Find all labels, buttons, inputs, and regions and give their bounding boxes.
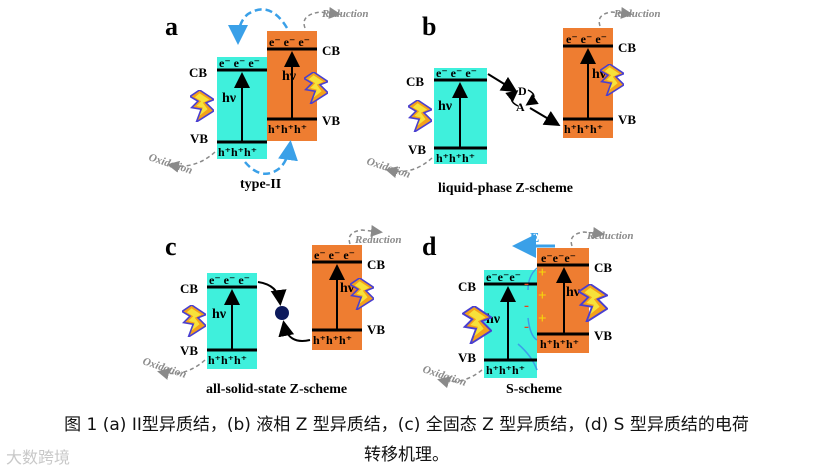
panel-b-light-icon-left [408,100,432,132]
figure-caption: 图 1 (a) II型异质结，(b) 液相 Z 型异质结，(c) 全固态 Z 型… [0,410,813,470]
panel-d-reduction-label: Reduction [586,230,633,242]
panel-d-cb-left-label: CB [458,279,476,294]
caption-line-1: 图 1 (a) II型异质结，(b) 液相 Z 型异质结，(c) 全固态 Z 型… [64,415,749,435]
panel-a-hv-right: hν [282,69,297,84]
panel-d-plus-3: + [538,311,547,327]
panel-c-hv-left: hν [212,307,227,322]
caption-line-2: 转移机理。 [364,445,449,465]
panel-a-oxidation-label: Oxidation [147,151,194,176]
panel-d-field-label: E [530,231,539,246]
panel-b-left-electrons: e⁻ e⁻ e⁻ [436,66,477,80]
panel-a-light-icon-left [190,90,214,122]
panel-d-minus-2: - [524,298,529,314]
panel-c-vb-right-label: VB [367,322,385,337]
panel-d-plus-1: + [538,265,547,281]
panel-b-left-holes: h⁺h⁺h⁺ [436,151,475,165]
panel-b-reduction-label: Reduction [613,8,660,20]
panel-d-oxidation-label: Oxidation [421,363,468,388]
panel-c-vb-left-label: VB [180,343,198,358]
panel-a-left-holes: h⁺h⁺h⁺ [218,145,257,159]
panel-d-right-electrons: e⁻e⁻e⁻ [541,251,576,265]
watermark: 大数跨境 [6,448,71,467]
panel-a-hv-left: hν [222,91,237,106]
panel-c-cb-left-label: CB [180,281,198,296]
panel-d: d e⁻e⁻e⁻ e⁻e⁻e⁻ h⁺h⁺h⁺ h⁺h⁺h⁺ hν hν CB V… [421,227,633,397]
panel-c-electron-mediator [275,306,289,320]
panel-a-letter: a [165,12,178,41]
panel-b-title: liquid-phase Z-scheme [438,181,573,196]
panel-b-vb-right-label: VB [618,112,636,127]
panel-d-right-holes: h⁺h⁺h⁺ [540,337,579,351]
panel-c-right-holes: h⁺h⁺h⁺ [313,333,352,347]
panel-a-left-electrons: e⁻ e⁻ e⁻ [219,56,260,70]
panel-c-title: all-solid-state Z-scheme [206,382,347,397]
panel-b-cb-left-label: CB [406,74,424,89]
panel-a-cb-right-label: CB [322,43,340,58]
panel-d-left-holes: h⁺h⁺h⁺ [486,363,525,377]
panel-d-hv-right: hν [566,285,581,300]
panel-d-cb-right-label: CB [594,260,612,275]
panel-b-right-holes: h⁺h⁺h⁺ [564,122,603,136]
panel-c-reduction-label: Reduction [354,234,401,246]
panel-b-cb-right-label: CB [618,40,636,55]
panel-b-oxidation-label: Oxidation [365,155,412,180]
panel-d-minus-3: - [524,319,529,335]
panel-c-cb-right-label: CB [367,257,385,272]
panel-d-title: S-scheme [506,382,562,397]
panel-b-acceptor-label: A [516,100,525,114]
panel-c-letter: c [165,232,177,261]
panel-a-cb-left-label: CB [189,65,207,80]
panel-c-left-holes: h⁺h⁺h⁺ [208,353,247,367]
panel-a-title: type-II [240,177,281,192]
panel-d-vb-right-label: VB [594,328,612,343]
panel-b-vb-left-label: VB [408,142,426,157]
panel-a-right-holes: h⁺h⁺h⁺ [268,122,307,136]
panel-d-left-electrons: e⁻e⁻e⁻ [486,270,521,284]
panel-d-letter: d [422,232,437,261]
panel-d-vb-left-label: VB [458,350,476,365]
panel-c-light-icon-left [182,305,206,337]
panel-d-minus-1: - [524,276,529,292]
panel-a-right-electrons: e⁻ e⁻ e⁻ [269,35,310,49]
panel-b-letter: b [422,12,436,41]
panel-c-oxidation-label: Oxidation [141,355,188,380]
panel-d-plus-2: + [538,288,547,304]
panel-a-vb-right-label: VB [322,113,340,128]
panel-c-right-electrons: e⁻ e⁻ e⁻ [314,248,355,262]
panel-b-right-electrons: e⁻ e⁻ e⁻ [566,32,607,46]
panel-b-donor-label: D [518,84,527,98]
panel-a: a e⁻ e⁻ e⁻ e⁻ e⁻ e⁻ h⁺h⁺h⁺ h⁺h⁺h⁺ hν hν … [147,7,368,192]
panel-b-hv-left: hν [438,99,453,114]
panel-c-left-electrons: e⁻ e⁻ e⁻ [209,273,250,287]
panel-a-vb-left-label: VB [190,131,208,146]
panel-a-reduction-label: Reduction [321,8,368,20]
panel-c: c e⁻ e⁻ e⁻ e⁻ e⁻ e⁻ h⁺h⁺h⁺ h⁺h⁺h⁺ hν hν … [141,225,401,397]
panel-b: b e⁻ e⁻ e⁻ e⁻ e⁻ e⁻ h⁺h⁺h⁺ h⁺h⁺h⁺ hν hν … [365,7,660,196]
